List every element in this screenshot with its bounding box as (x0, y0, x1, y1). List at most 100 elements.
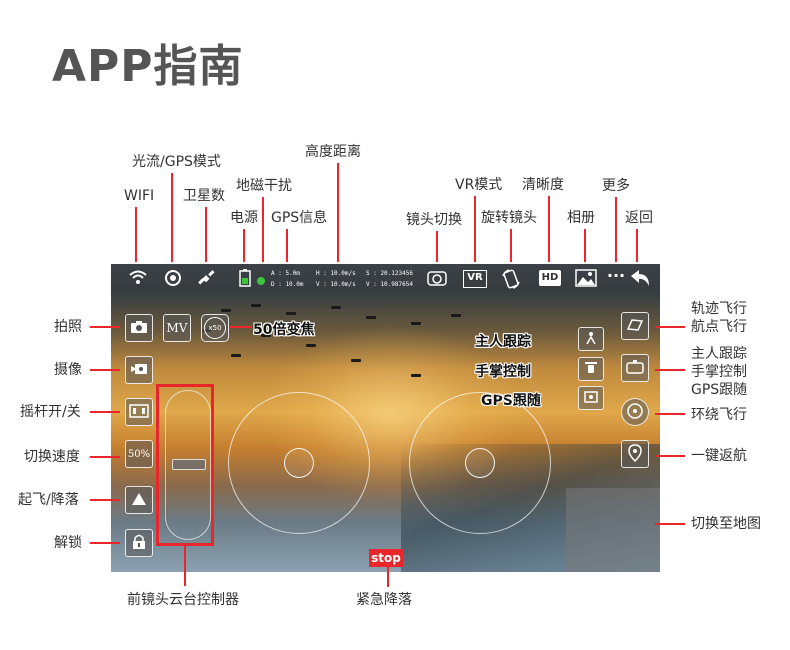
label-wifi: WIFI (124, 188, 155, 204)
takeoff-icon (131, 492, 147, 509)
boat (231, 354, 241, 357)
leader-lens (436, 231, 438, 262)
video-button[interactable] (125, 356, 153, 384)
boat (306, 344, 316, 347)
camera-icon (130, 320, 148, 337)
label-waypoint: 航点飞行 (691, 319, 747, 335)
label-magnetic: 地磁干扰 (236, 178, 292, 194)
speed-button[interactable]: 50% (125, 440, 153, 468)
emergency-stop-button[interactable]: stop (369, 549, 403, 567)
gesture-button[interactable] (578, 357, 604, 381)
gimbal-highlight (156, 384, 214, 546)
label-switch-map: 切换至地图 (691, 516, 761, 532)
map-thumbnail[interactable] (566, 488, 660, 572)
more-icon[interactable]: ··· (606, 266, 626, 285)
lens-switch-icon[interactable] (426, 269, 448, 292)
label-lens-switch: 镜头切换 (406, 212, 462, 228)
leader-takeoff (90, 499, 120, 501)
leader-map (655, 523, 685, 525)
leader-mode (171, 173, 173, 262)
joystick-icon (129, 403, 149, 422)
telemetry-h: H : 10.0m/s (316, 270, 356, 277)
takeoff-button[interactable] (125, 486, 153, 514)
boat (331, 306, 341, 309)
vr-icon[interactable]: VR (463, 270, 487, 288)
album-icon[interactable] (575, 268, 597, 293)
controller-icon (625, 359, 645, 378)
wifi-icon (127, 269, 149, 290)
label-power: 电源 (230, 210, 258, 226)
telemetry-s: S : 20.123456 (366, 270, 413, 277)
mode-icon[interactable] (163, 269, 183, 292)
app-screen: A : 5.0m D : 10.0m H : 10.0m/s V : 10.0m… (111, 264, 660, 572)
gps-follow-button[interactable] (578, 386, 604, 410)
mv-button[interactable]: MV (163, 314, 191, 342)
label-gps-info: GPS信息 (271, 210, 328, 226)
leader-video (90, 369, 120, 371)
boat (261, 334, 271, 337)
label-unlock: 解锁 (54, 535, 82, 551)
label-rotate-lens: 旋转镜头 (481, 210, 537, 226)
leader-zoom (230, 326, 252, 328)
leader-gps-info (286, 229, 288, 262)
leader-gimbal (184, 546, 186, 586)
leader-return (655, 455, 685, 457)
right-joystick[interactable] (409, 392, 551, 534)
gimbal-slider-handle[interactable] (172, 459, 206, 470)
orbit-icon (625, 402, 645, 423)
boat (286, 312, 296, 315)
label-more: 更多 (602, 178, 630, 194)
leader-hd (548, 196, 550, 262)
top-status-bar: A : 5.0m D : 10.0m H : 10.0m/s V : 10.0m… (111, 264, 660, 294)
unlock-button[interactable] (125, 529, 153, 557)
label-album: 相册 (567, 210, 595, 226)
leader-joystick (90, 411, 120, 413)
label-joystick: 摇杆开/关 (20, 404, 81, 420)
trajectory-button[interactable] (621, 312, 649, 340)
follow-me-overlay-label: 主人跟踪 (475, 334, 531, 350)
leader-photo (90, 326, 120, 328)
label-gimbal: 前镜头云台控制器 (127, 592, 239, 608)
boat (411, 374, 421, 377)
leader-satellite (205, 207, 207, 262)
zoom-button[interactable]: x50 (201, 314, 229, 342)
telemetry-a: A : 5.0m (271, 270, 300, 277)
label-resolution: 清晰度 (522, 177, 564, 193)
return-home-icon (626, 443, 644, 465)
leader-orbit (655, 413, 685, 415)
follow-me-button[interactable] (578, 327, 604, 351)
magnetic-status-dot (257, 277, 265, 285)
label-gps-follow: GPS跟随 (691, 382, 748, 398)
leader-more (615, 197, 617, 262)
gesture-overlay-label: 手掌控制 (475, 364, 531, 380)
zoom-50x-label: 50倍变焦 (253, 322, 315, 338)
return-home-button[interactable] (621, 440, 649, 468)
page-title: APP指南 (52, 41, 244, 92)
label-satellites: 卫星数 (183, 188, 225, 204)
rotate-lens-icon[interactable] (501, 268, 521, 295)
leader-speed (90, 456, 120, 458)
boat (366, 316, 376, 319)
label-orbit: 环绕飞行 (691, 407, 747, 423)
photo-button[interactable] (125, 314, 153, 342)
label-return-home: 一键返航 (691, 448, 747, 464)
left-joystick-knob[interactable] (284, 448, 314, 478)
trajectory-icon (625, 317, 645, 336)
telemetry-d: D : 10.0m (271, 281, 304, 288)
gps-follow-icon (583, 390, 599, 407)
lock-icon (132, 534, 146, 553)
follow-mode-button[interactable] (621, 354, 649, 382)
leader-album (584, 229, 586, 262)
hd-button[interactable]: HD (539, 270, 561, 286)
label-video: 摄像 (54, 362, 82, 378)
back-arrow-icon[interactable] (628, 268, 652, 293)
zoom-value: x50 (204, 317, 226, 339)
leader-trajectory (655, 326, 685, 328)
left-joystick[interactable] (228, 392, 370, 534)
orbit-button[interactable] (621, 398, 649, 426)
gimbal-slider[interactable] (165, 390, 211, 540)
leader-unlock (90, 542, 120, 544)
right-joystick-knob[interactable] (465, 448, 495, 478)
label-back: 返回 (625, 210, 653, 226)
joystick-toggle-button[interactable] (125, 398, 153, 426)
